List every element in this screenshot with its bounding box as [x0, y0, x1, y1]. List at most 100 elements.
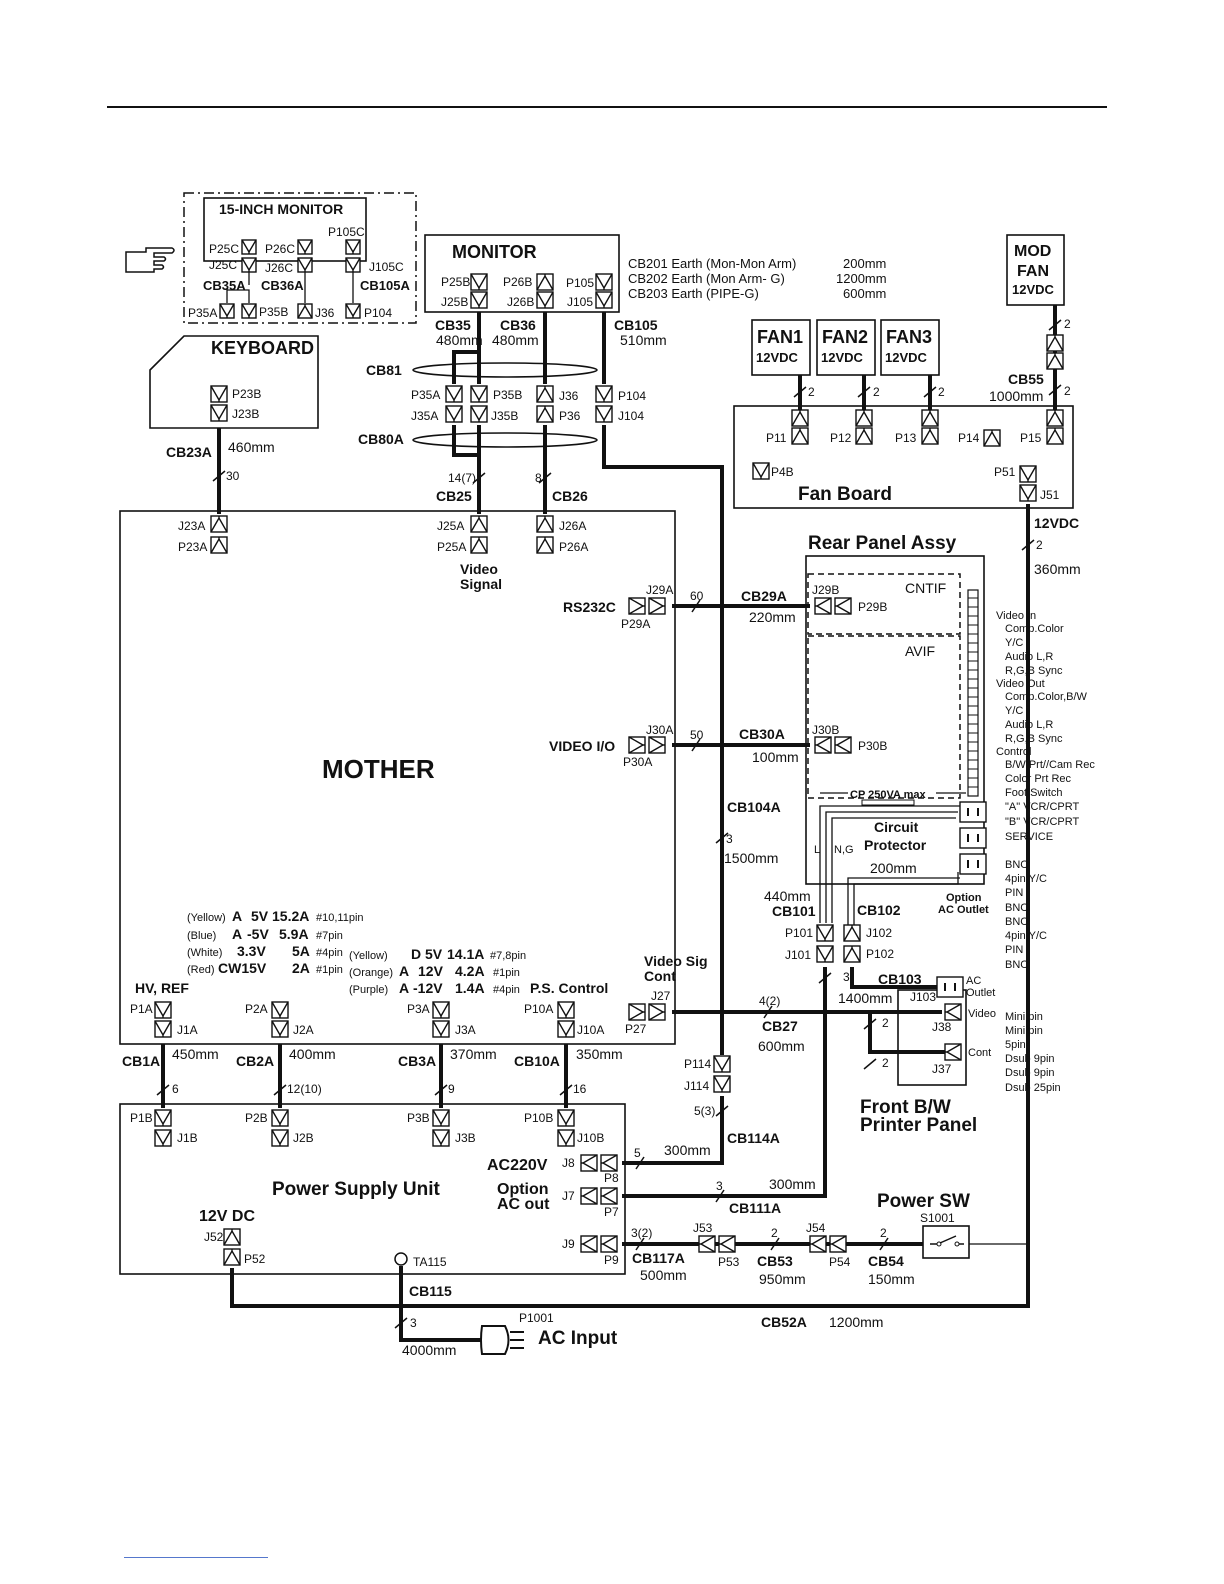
earth-note-2-length: 1200mm: [836, 271, 887, 286]
slash-cb27: [763, 1005, 773, 1019]
svg-text:#10,11pin: #10,11pin: [316, 912, 364, 924]
label-hv-ref: HV, REF: [135, 980, 189, 996]
power-supply-label: Power Supply Unit: [272, 1179, 441, 1200]
pointing-hand-icon: [125, 247, 175, 273]
label-j2a: J2A: [293, 1023, 314, 1037]
label-cb103-length: 1400mm: [838, 990, 892, 1006]
j54-connector: [809, 1235, 827, 1253]
count-cb2a: 12(10): [287, 1082, 322, 1096]
svg-text:#7,8pin: #7,8pin: [490, 950, 526, 962]
ac-plug-icon: [480, 1325, 524, 1355]
j27-connector: [648, 1003, 666, 1021]
p105c-connector: [345, 239, 361, 255]
svg-text:12V: 12V: [418, 963, 444, 979]
slash-cb114a: [715, 1105, 729, 1117]
label-cb10a-length: 350mm: [576, 1046, 623, 1062]
rear-type-8: Mini pin: [1005, 1011, 1043, 1023]
label-j37: J37: [932, 1062, 952, 1076]
rear-type-4: BNC: [1005, 916, 1028, 928]
p13-fan-connector: [921, 409, 939, 427]
p14-connector: [983, 429, 1001, 447]
label-j35a: J35A: [411, 409, 438, 423]
label-p102: P102: [866, 947, 894, 961]
label-cb102: CB102: [857, 902, 901, 918]
label-p25a: P25A: [437, 540, 466, 554]
label-j26a: J26A: [559, 519, 586, 533]
label-p25b: P25B: [441, 275, 470, 289]
j103-ac-outlet: [936, 976, 964, 998]
mod-fan-volt: 12VDC: [1012, 282, 1055, 297]
label-video-io: VIDEO I/O: [549, 738, 615, 754]
svg-text:14.1A: 14.1A: [447, 946, 484, 962]
p36-connector: [536, 405, 554, 423]
label-j38: J38: [932, 1020, 952, 1034]
j2b-connector: [271, 1129, 289, 1147]
rear-signal-bw-prt: B/W Prt//Cam Rec: [1005, 759, 1095, 771]
rear-signal-yc-in: Y/C: [1005, 637, 1023, 649]
label-p13: P13: [895, 431, 917, 445]
j105c-connector: [345, 257, 361, 273]
j10b-connector: [557, 1129, 575, 1147]
j25a-connector: [470, 515, 488, 533]
count-cb1a: 6: [172, 1082, 179, 1096]
svg-text:5A: 5A: [292, 943, 310, 959]
p105-connector: [595, 273, 613, 291]
label-p53: P53: [718, 1255, 740, 1269]
rear-connector-strip-ticks: [968, 597, 978, 788]
svg-text:2A: 2A: [292, 960, 310, 976]
p13-connector: [921, 427, 939, 445]
label-cb27-length: 600mm: [758, 1038, 805, 1054]
count-cb27: 4(2): [759, 994, 780, 1008]
slash-cb3a: [434, 1084, 448, 1096]
svg-text:15.2A: 15.2A: [272, 908, 309, 924]
slash-cb55: [1048, 384, 1062, 396]
ta115-terminal: [394, 1252, 408, 1266]
count-cb3a: 9: [448, 1082, 455, 1096]
j26b-connector: [536, 291, 554, 309]
label-p54: P54: [829, 1255, 851, 1269]
label-cb104a: CB104A: [727, 799, 781, 815]
svg-text:#1pin: #1pin: [493, 967, 520, 979]
label-video-sig-cont-1: Video Sig: [644, 953, 708, 969]
p25a-connector: [470, 536, 488, 554]
rail-yellow-d5v: (Yellow) D 5V 14.1A #7,8pin: [349, 946, 526, 962]
front-printer-panel-box: [897, 989, 967, 1086]
j8-connector: [580, 1154, 598, 1172]
protector-label: Protector: [864, 837, 927, 853]
rail-orange-a12v: (Orange) A 12V 4.2A #1pin: [349, 963, 520, 979]
j10a-connector: [557, 1020, 575, 1038]
p2b-connector: [271, 1109, 289, 1127]
label-p51: P51: [994, 465, 1016, 479]
fan3-name: FAN3: [886, 327, 932, 347]
label-j36: J36: [559, 389, 579, 403]
label-p10a: P10A: [524, 1002, 553, 1016]
p3a-connector: [432, 1001, 450, 1019]
label-j35b: J35B: [491, 409, 518, 423]
svg-text:D: D: [411, 946, 421, 962]
label-j25a: J25A: [437, 519, 464, 533]
slash-12vdc: [1021, 539, 1035, 551]
label-s1001: S1001: [920, 1211, 955, 1225]
j102-connector: [843, 924, 861, 942]
j23a-connector: [210, 515, 228, 533]
label-cb26: CB26: [552, 488, 588, 504]
j23b-connector: [210, 404, 228, 422]
count-ac-input: 3: [410, 1316, 417, 1330]
j35a-connector: [445, 405, 463, 423]
label-j29a: J29A: [646, 583, 673, 597]
label-j2b: J2B: [293, 1131, 314, 1145]
label-cb115-length: 4000mm: [402, 1342, 456, 1358]
p35b-connector: [470, 385, 488, 403]
p23a-connector: [210, 536, 228, 554]
label-ta115: TA115: [413, 1255, 447, 1269]
rear-signal-audio-out: Audio L,R: [1005, 719, 1053, 731]
rear-signal-b-vcr: "B" VCR/CPRT: [1005, 816, 1080, 828]
svg-text:(Orange): (Orange): [349, 967, 393, 979]
label-cb1a-length: 450mm: [172, 1046, 219, 1062]
label-p35a-top: P35A: [188, 306, 217, 320]
j29b-connector: [814, 597, 832, 615]
j35b-connector: [470, 405, 488, 423]
p52-connector: [223, 1248, 241, 1266]
j53-connector: [698, 1235, 716, 1253]
